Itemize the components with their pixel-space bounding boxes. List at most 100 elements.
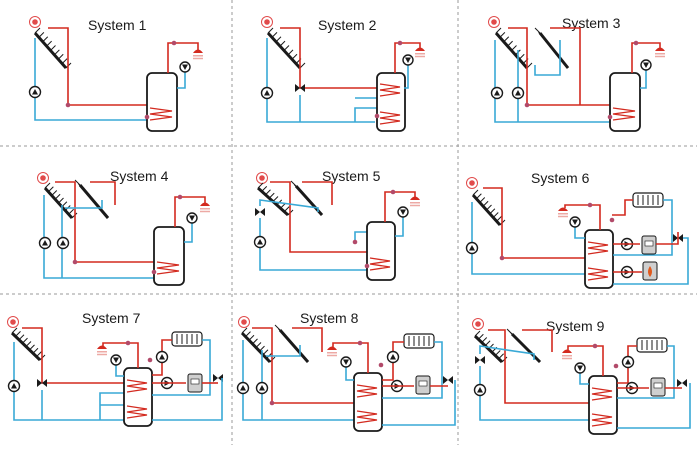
pump-arrow: [264, 90, 270, 96]
collector-fin: [252, 338, 258, 345]
cold-pipe: [99, 392, 125, 420]
collector-fin: [486, 204, 492, 211]
hot-pipe: [656, 232, 679, 245]
system-2: [260, 16, 425, 132]
sun-core: [10, 319, 16, 325]
pump-icon: [56, 236, 70, 250]
boiler-panel: [190, 378, 200, 385]
sensor-dot: [397, 40, 403, 46]
collector-fin: [271, 32, 278, 38]
sensor-dot: [378, 362, 384, 368]
hot-pipe: [394, 42, 421, 73]
hot-pipe: [252, 327, 355, 404]
pump-icon: [38, 236, 52, 250]
pump-icon: [110, 354, 122, 366]
sensor-dot: [607, 114, 613, 120]
three-way-valve-icon: [37, 379, 47, 387]
heat-coil: [126, 379, 148, 393]
valve-left: [295, 84, 300, 92]
valve-right: [678, 234, 683, 242]
collector-fin: [545, 40, 551, 47]
cold-pipe: [479, 366, 590, 421]
boiler-icon: [187, 373, 203, 393]
cold-pipe: [242, 340, 355, 421]
hot-pipe: [567, 345, 604, 376]
collector-fin: [478, 333, 484, 340]
collector-fin: [15, 331, 21, 337]
cold-pipe: [613, 199, 673, 256]
cold-pipe: [617, 383, 691, 429]
sun-ring: [37, 172, 49, 184]
collector-fin: [479, 197, 486, 203]
heat-coil: [591, 413, 613, 427]
solar-collector-icon: [74, 179, 110, 219]
solar-collector-icon: [240, 327, 276, 364]
sun-ring: [488, 16, 500, 28]
shower-icon: [562, 349, 572, 360]
collector-fin: [268, 192, 275, 199]
three-way-valve-icon: [295, 84, 305, 92]
cold-pipe: [13, 342, 125, 421]
valve-left: [677, 379, 682, 387]
heat-coil: [587, 241, 609, 255]
sun-icon: [466, 177, 478, 189]
cold-pipe: [479, 345, 535, 360]
hot-pipe: [90, 181, 116, 205]
collector-fin: [261, 186, 268, 192]
cold-pipe: [177, 68, 186, 89]
collector-fin: [283, 206, 290, 212]
pump-icon: [640, 59, 652, 71]
pump-arrow: [625, 359, 631, 365]
collector-fin: [538, 32, 544, 38]
collector-fin: [507, 40, 513, 47]
cold-pipe: [259, 199, 319, 212]
heat-coil: [356, 410, 378, 424]
sun-core: [475, 321, 481, 327]
pump-arrow: [643, 62, 649, 68]
collector-fin: [255, 342, 262, 348]
shower-icon: [97, 345, 107, 356]
sensor-dot: [587, 202, 593, 208]
system-5-title: System 5: [322, 168, 381, 184]
hot-pipe: [612, 199, 633, 216]
radiator-icon: [171, 331, 203, 347]
collector-fin: [482, 200, 489, 207]
pump-arrow: [189, 215, 195, 221]
hot-pipe: [102, 342, 139, 368]
cold-pipe: [494, 40, 612, 123]
system-1: [28, 16, 203, 132]
sensor-dot: [390, 189, 396, 195]
sun-ring: [261, 16, 273, 28]
collector-fin: [518, 53, 525, 60]
collector-fin: [484, 340, 491, 347]
collector-fin: [42, 36, 49, 43]
valve-left: [443, 376, 448, 384]
collector-fin: [494, 350, 501, 356]
pump-icon: [28, 85, 42, 99]
cold-pipe: [617, 345, 675, 399]
boiler-flame: [648, 266, 652, 277]
hot-pipe: [292, 327, 323, 352]
collector-fin: [38, 32, 45, 38]
storage-tank: [366, 221, 396, 281]
collector-fin: [511, 45, 517, 51]
collector-fin: [474, 330, 481, 337]
sun-core: [259, 175, 265, 181]
hot-pipe: [48, 27, 150, 106]
system-components: [7, 16, 691, 435]
cold-pipe: [640, 65, 647, 89]
pump-icon: [511, 86, 525, 100]
heat-coil: [369, 257, 391, 271]
pump-icon: [465, 241, 479, 255]
collector-fin: [496, 215, 502, 222]
solar-collector-icon: [534, 27, 570, 69]
shower-head: [655, 47, 665, 51]
system-8: [236, 316, 456, 432]
collector-fin: [25, 341, 32, 347]
collector-fin: [68, 208, 74, 215]
pump-icon: [255, 381, 269, 395]
three-way-valve-icon: [677, 379, 687, 387]
collector-fin: [503, 36, 510, 43]
collector-fin: [257, 182, 264, 189]
